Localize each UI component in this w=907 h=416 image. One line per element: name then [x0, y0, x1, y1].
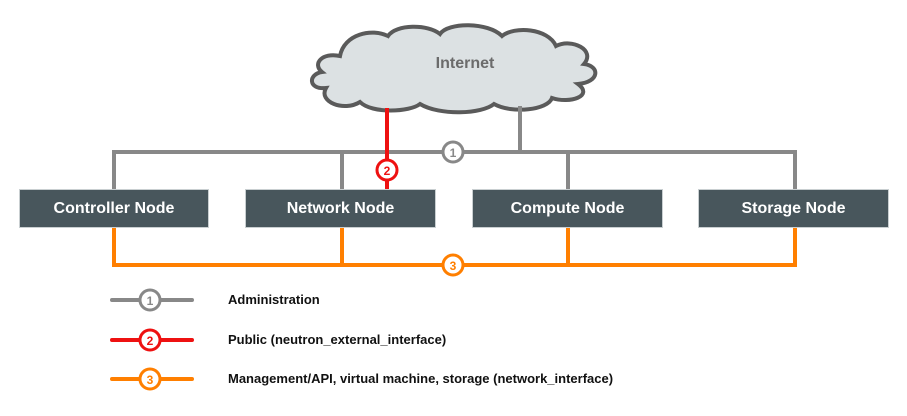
internet-label: Internet: [435, 55, 495, 72]
badge-2: 2: [375, 158, 399, 182]
badge-1-label: 1: [450, 146, 457, 160]
compute-node: Compute Node: [473, 190, 662, 227]
svg-text:2: 2: [147, 334, 154, 348]
network-node-label: Network Node: [286, 199, 395, 217]
badge-1: 1: [441, 140, 465, 164]
network-node: Network Node: [246, 190, 435, 227]
badge-3: 3: [441, 253, 465, 277]
svg-text:1: 1: [147, 294, 154, 308]
legend-symbol-1: 1: [110, 288, 194, 312]
controller-node: Controller Node: [20, 190, 208, 227]
legend-symbol-2: 2: [110, 328, 194, 352]
internet-cloud-icon: [310, 23, 598, 115]
legend-label-management: Management/API, virtual machine, storage…: [228, 371, 614, 386]
compute-node-label: Compute Node: [510, 199, 625, 217]
legend-label-administration: Administration: [228, 292, 320, 307]
legend-symbol-3: 3: [110, 367, 194, 391]
svg-text:3: 3: [147, 373, 154, 387]
controller-node-label: Controller Node: [53, 199, 175, 217]
badge-3-label: 3: [450, 259, 457, 273]
storage-node: Storage Node: [699, 190, 888, 227]
storage-node-label: Storage Node: [741, 199, 846, 217]
legend-label-public: Public (neutron_external_interface): [228, 332, 447, 347]
badge-2-label: 2: [384, 164, 391, 178]
